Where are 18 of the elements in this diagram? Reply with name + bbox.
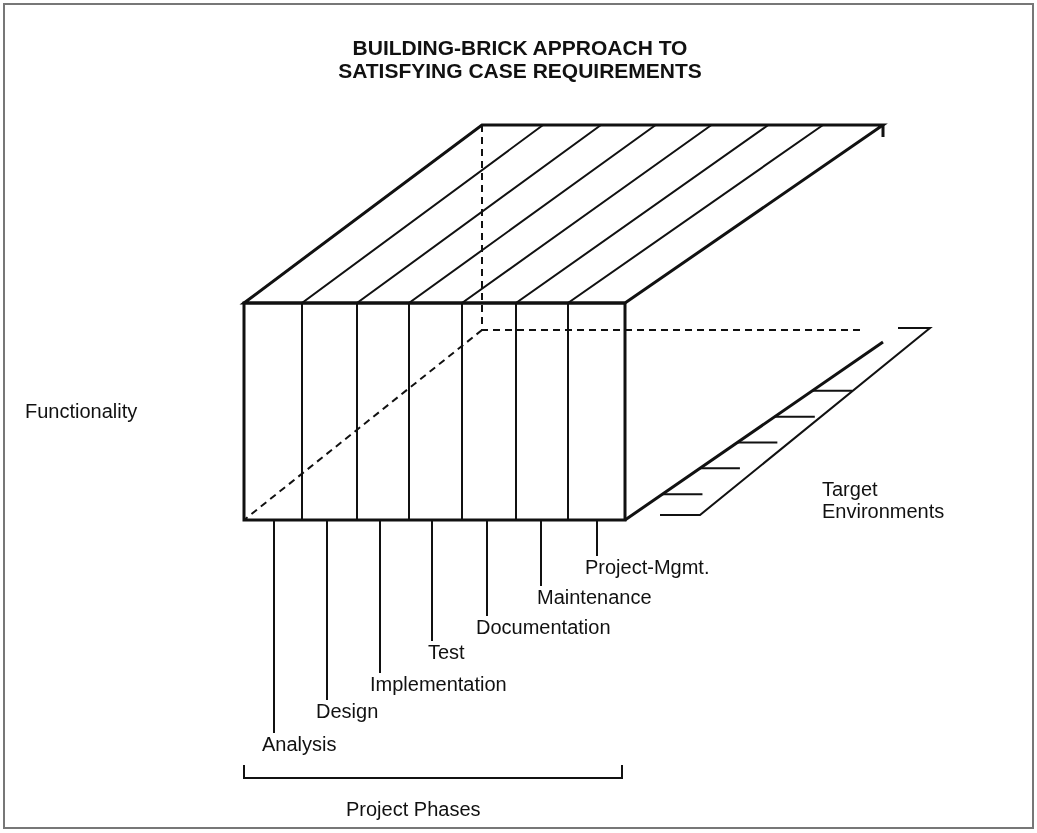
phase-label: Test xyxy=(428,641,465,663)
leader-line xyxy=(486,519,488,617)
title: BUILDING-BRICK APPROACH TO SATISFYING CASE REQUIREMENTS xyxy=(337,36,703,83)
leader-line xyxy=(431,519,433,642)
phase-label: Documentation xyxy=(476,616,611,638)
phase-label: Analysis xyxy=(262,733,337,755)
leader-line xyxy=(326,519,328,701)
axis-label: Target Environments xyxy=(822,478,946,522)
axis-label: Project Phases xyxy=(346,798,481,820)
phase-label: Implementation xyxy=(370,673,507,695)
phase-label: Maintenance xyxy=(537,586,652,608)
leader-line xyxy=(273,519,275,734)
phase-label: Design xyxy=(316,700,379,722)
leader-line xyxy=(596,519,598,557)
leader-line xyxy=(379,519,381,674)
leader-line xyxy=(540,519,542,587)
phase-label: Project-Mgmt. xyxy=(585,556,710,578)
axis-label: Functionality xyxy=(25,400,138,422)
